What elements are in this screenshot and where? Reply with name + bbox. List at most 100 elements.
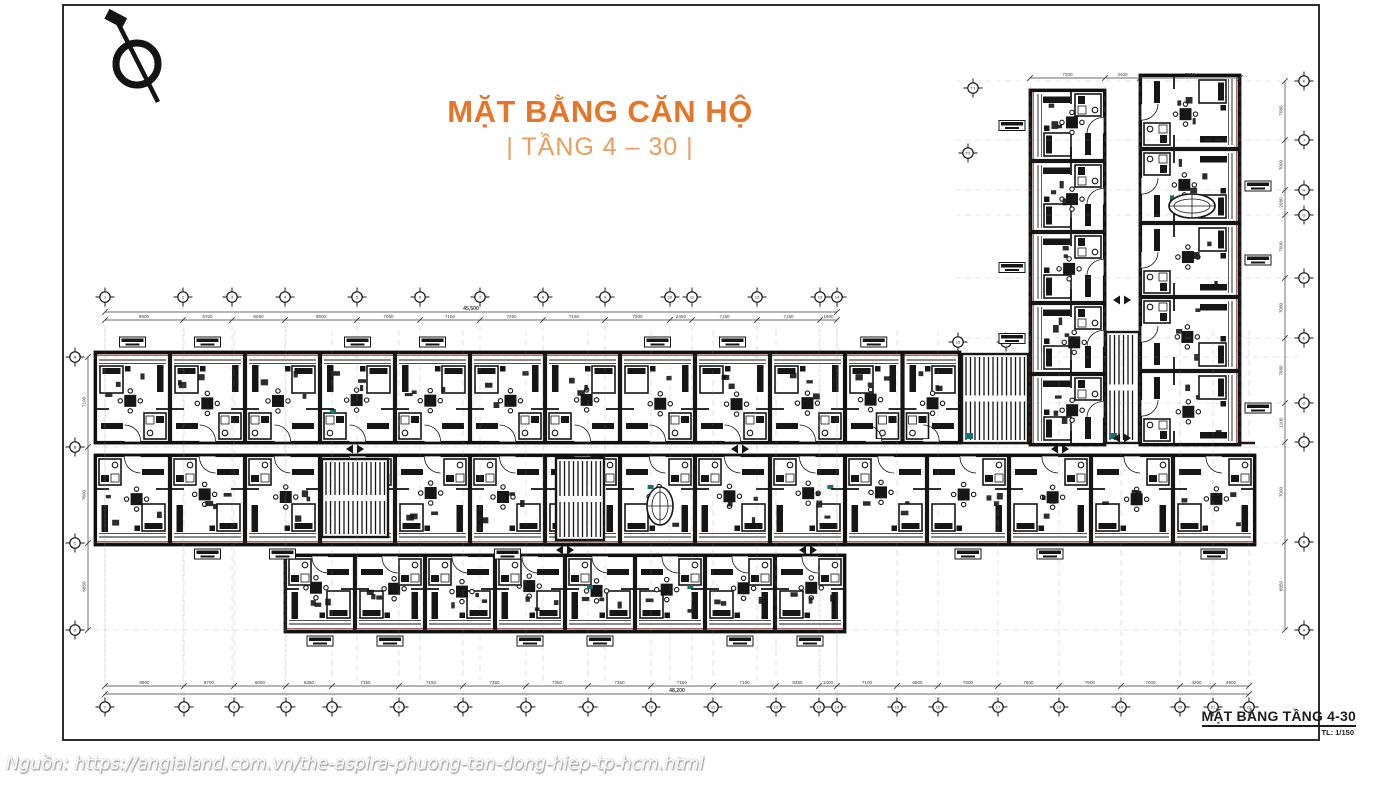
svg-text:3: 3 (231, 295, 234, 300)
svg-text:9: 9 (587, 705, 590, 710)
svg-text:H: H (1303, 188, 1306, 193)
grid-marker: F (1294, 268, 1314, 288)
grid-marker: 20 (1170, 697, 1190, 717)
svg-text:2: 2 (182, 295, 185, 300)
svg-text:12: 12 (755, 295, 760, 300)
grid-marker: 14 (827, 287, 847, 307)
grid-marker: 7 (453, 697, 473, 717)
grid-marker: 10 (641, 697, 661, 717)
grid-marker: A (65, 347, 85, 367)
svg-text:12: 12 (774, 705, 779, 710)
apartment-unit (1136, 74, 1241, 150)
svg-text:7350: 7350 (614, 680, 625, 685)
svg-text:8: 8 (525, 705, 528, 710)
svg-text:K: K (1303, 79, 1306, 84)
drawing-caption: MẶT BẰNG TẦNG 4-30 (1201, 708, 1356, 727)
grid-marker: 11 (703, 697, 723, 717)
apartment-block-row-c (283, 551, 847, 634)
apartment-unit (694, 451, 771, 546)
svg-text:6: 6 (398, 705, 401, 710)
svg-text:7150: 7150 (360, 680, 371, 685)
svg-text:7080: 7080 (1279, 302, 1284, 313)
svg-text:6850: 6850 (82, 581, 87, 592)
svg-text:7200: 7200 (1185, 72, 1196, 77)
svg-text:14: 14 (835, 295, 840, 300)
grid-marker: J (1294, 130, 1314, 150)
grid-lines (83, 80, 1298, 700)
svg-text:19: 19 (1119, 705, 1124, 710)
page-title: MẶT BẰNG CĂN HỘ (447, 94, 753, 129)
svg-text:3400: 3400 (1117, 72, 1128, 77)
grid-marker: 19 (1111, 697, 1131, 717)
apartment-unit (1029, 373, 1109, 446)
grid-marker: 22 (1239, 697, 1259, 717)
svg-text:7150: 7150 (739, 680, 750, 685)
svg-text:6700: 6700 (204, 680, 215, 685)
apartment-unit (244, 451, 321, 546)
grid-marker: B (65, 437, 85, 457)
grid-marker: D (1294, 393, 1314, 413)
svg-text:G: G (1302, 213, 1305, 218)
svg-text:7600: 7600 (82, 489, 87, 500)
grid-marker: 8 (516, 697, 536, 717)
svg-text:B: B (1303, 540, 1306, 545)
svg-text:6850: 6850 (1279, 580, 1284, 591)
svg-text:D: D (74, 628, 77, 633)
svg-text:F: F (1303, 276, 1306, 281)
svg-text:2080: 2080 (1279, 197, 1284, 208)
apartment-unit (169, 351, 246, 447)
svg-text:7600: 7600 (963, 680, 974, 685)
svg-text:6800: 6800 (912, 680, 923, 685)
svg-text:9: 9 (604, 295, 607, 300)
grid-marker: 8 (533, 287, 553, 307)
svg-text:7000: 7000 (1279, 241, 1284, 252)
svg-text:1: 1 (104, 295, 107, 300)
apartment-unit (1136, 370, 1241, 446)
grid-marker: 1 (95, 287, 115, 307)
apartment-unit (1029, 160, 1109, 233)
svg-text:7: 7 (479, 295, 482, 300)
svg-text:E: E (1303, 336, 1306, 341)
grid-marker: 12 (747, 287, 767, 307)
apartment-unit (494, 551, 566, 633)
svg-text:T1: T1 (971, 86, 976, 91)
apartment-unit (1090, 451, 1174, 546)
svg-text:8: 8 (542, 295, 545, 300)
svg-text:11: 11 (690, 295, 695, 300)
grid-marker: C (65, 533, 85, 553)
apartment-unit (394, 451, 471, 546)
grid-marker: 11 (682, 287, 702, 307)
apartment-unit (694, 351, 771, 447)
svg-text:7350: 7350 (552, 680, 563, 685)
grid-marker: D (65, 620, 85, 640)
svg-text:7100: 7100 (862, 680, 873, 685)
apartment-block-row-b-left (93, 451, 847, 547)
svg-text:5: 5 (331, 705, 334, 710)
svg-text:1900: 1900 (823, 314, 834, 319)
svg-text:7150: 7150 (569, 314, 580, 319)
grid-marker: 18 (1049, 697, 1069, 717)
grid-marker: 13 (809, 697, 829, 717)
svg-text:7050: 7050 (383, 314, 394, 319)
door-symbols (346, 295, 1131, 555)
svg-text:17: 17 (996, 705, 1001, 710)
svg-text:15: 15 (895, 705, 900, 710)
title-block: MẶT BẰNG TẦNG 4-30 TL: 1/150 (1168, 708, 1356, 737)
grid-marker: K (1294, 71, 1314, 91)
svg-text:8350: 8350 (792, 680, 803, 685)
apartment-unit (284, 551, 356, 633)
grid-marker: T2 (958, 143, 978, 163)
apartment-unit (244, 351, 321, 447)
svg-text:7600: 7600 (1023, 680, 1034, 685)
svg-text:D: D (1303, 401, 1306, 406)
svg-text:4200: 4200 (1191, 680, 1202, 685)
service-cores (320, 193, 1216, 542)
grid-marker: 16 (928, 697, 948, 717)
grid-marker: A (1294, 620, 1314, 640)
svg-text:1: 1 (104, 705, 107, 710)
svg-text:14: 14 (835, 705, 840, 710)
grid-marker: G (1294, 205, 1314, 225)
